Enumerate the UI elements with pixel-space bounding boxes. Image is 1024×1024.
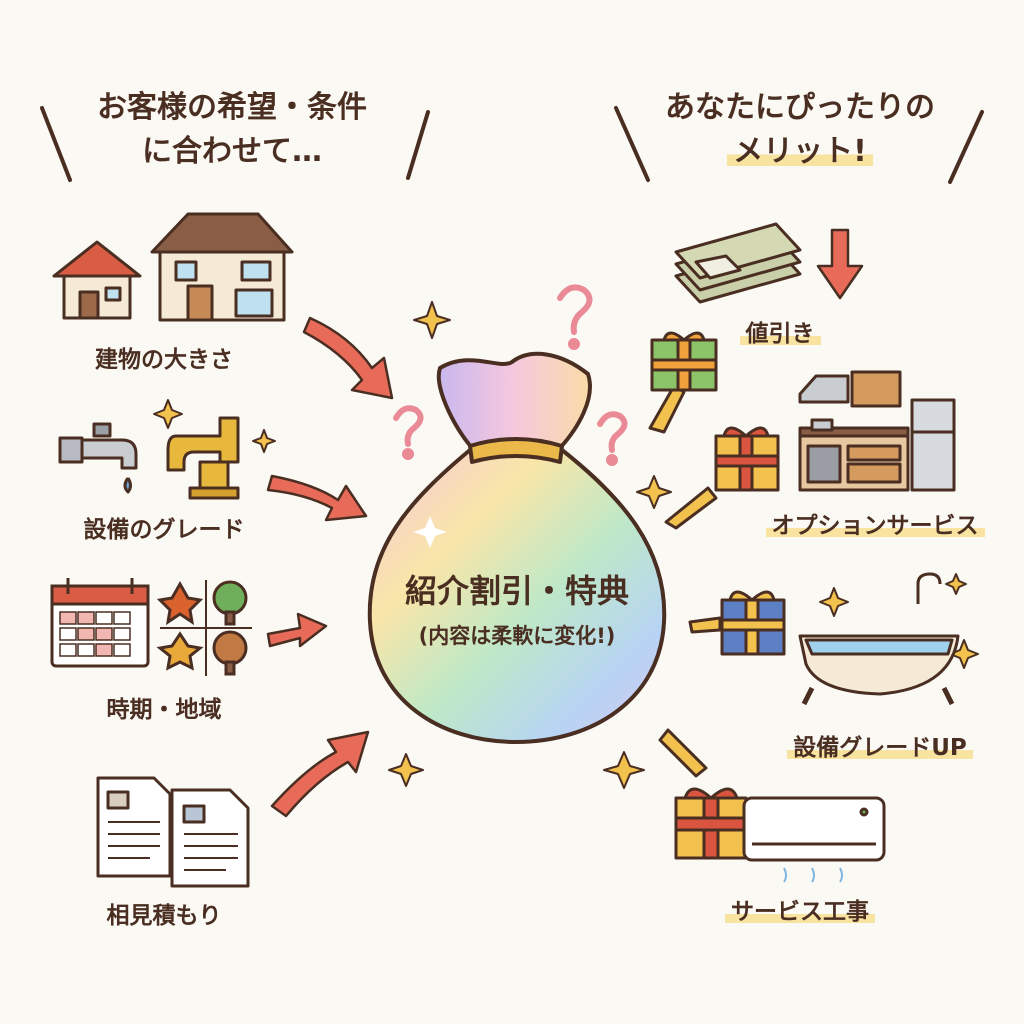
- documents-icon: [96, 776, 250, 888]
- right-heading-highlight: メリット!: [727, 134, 873, 169]
- right-label-equipment-upgrade: 設備グレードUP: [760, 728, 1000, 762]
- left-arrows: [266, 316, 394, 818]
- center-title: 紹介割引・特典: [404, 572, 629, 610]
- right-label-service-work-text: サービス工事: [725, 899, 875, 925]
- right-label-equipment-upgrade-text: 設備グレードUP: [787, 735, 973, 761]
- house-icon: [52, 212, 294, 322]
- left-label-comparison-quote: 相見積もり: [106, 903, 222, 929]
- left-label-equipment-grade: 設備のグレード: [83, 517, 245, 543]
- right-heading-line1: あなたにぴったりの: [665, 90, 935, 125]
- faucet-icon: [58, 416, 240, 500]
- heading-slashes: [40, 106, 984, 184]
- sparkle-icons: [153, 301, 979, 789]
- right-heading-line2: メリット!: [640, 132, 960, 172]
- center-subtitle: (内容は柔軟に変化!): [418, 624, 616, 648]
- calendar-icon: [50, 578, 252, 676]
- bathtub-icon: [798, 572, 960, 706]
- left-label-building-size: 建物の大きさ: [95, 347, 233, 373]
- down-arrow-icon: [816, 228, 864, 300]
- kitchen-icon: [798, 370, 956, 492]
- money-bag-icon: [367, 351, 667, 744]
- right-label-option-service-text: オプションサービス: [765, 513, 985, 539]
- left-heading-line2: に合わせて…: [142, 134, 322, 169]
- cash-stack-icon: [674, 222, 802, 304]
- air-conditioner-icon: [742, 796, 886, 883]
- left-label-season-region: 時期・地域: [106, 697, 222, 723]
- right-label-discount-text: 値引き: [739, 321, 821, 347]
- right-label-service-work: サービス工事: [670, 892, 930, 926]
- right-label-discount: 値引き: [700, 314, 860, 348]
- question-mark-icons: [393, 284, 628, 466]
- right-label-option-service: オプションサービス: [740, 506, 1010, 540]
- left-heading-line1: お客様の希望・条件: [97, 90, 367, 125]
- gift-box-icons: [648, 331, 786, 860]
